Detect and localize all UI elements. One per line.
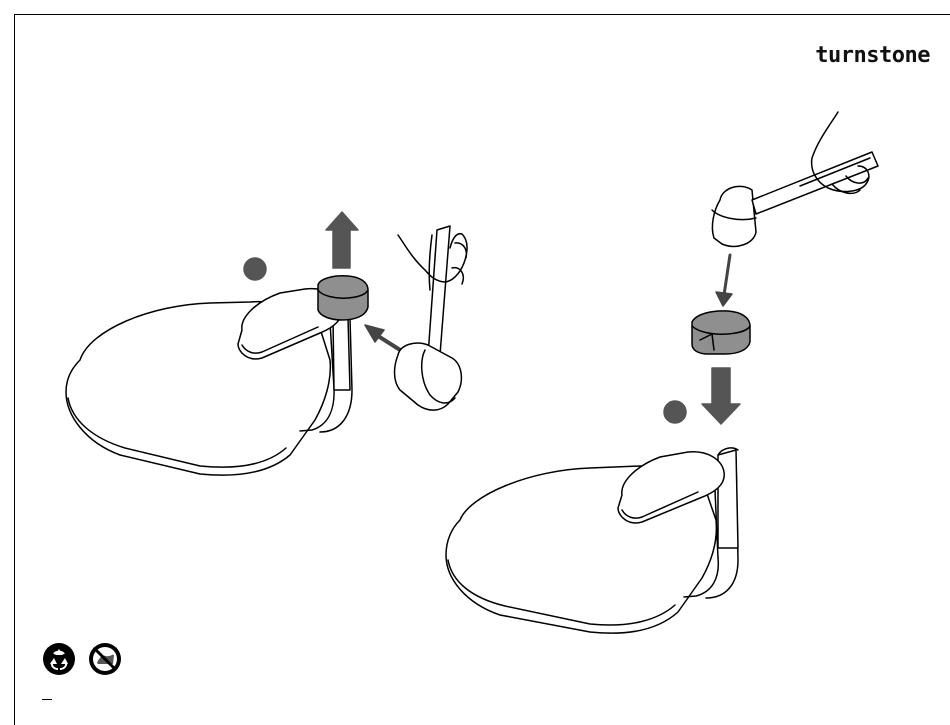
- recycle-icon: [42, 642, 76, 676]
- footer-icons: [42, 642, 122, 676]
- support-tube-left: [333, 318, 350, 390]
- arrow-up-left: [326, 212, 358, 268]
- hand-left: [398, 234, 467, 284]
- step-2-seat-assembly: [446, 112, 878, 633]
- step-marker-2: [664, 401, 686, 423]
- arrow-small-right: [724, 255, 730, 295]
- step-marker-1: [244, 258, 266, 280]
- arrow-down-right: [702, 368, 740, 424]
- mallet-icon-left: [395, 226, 462, 410]
- mallet-icon-right: [712, 152, 878, 246]
- no-landfill-icon: [88, 642, 122, 676]
- footer-mark: [42, 699, 52, 700]
- step-1-seat-assembly: [66, 212, 467, 475]
